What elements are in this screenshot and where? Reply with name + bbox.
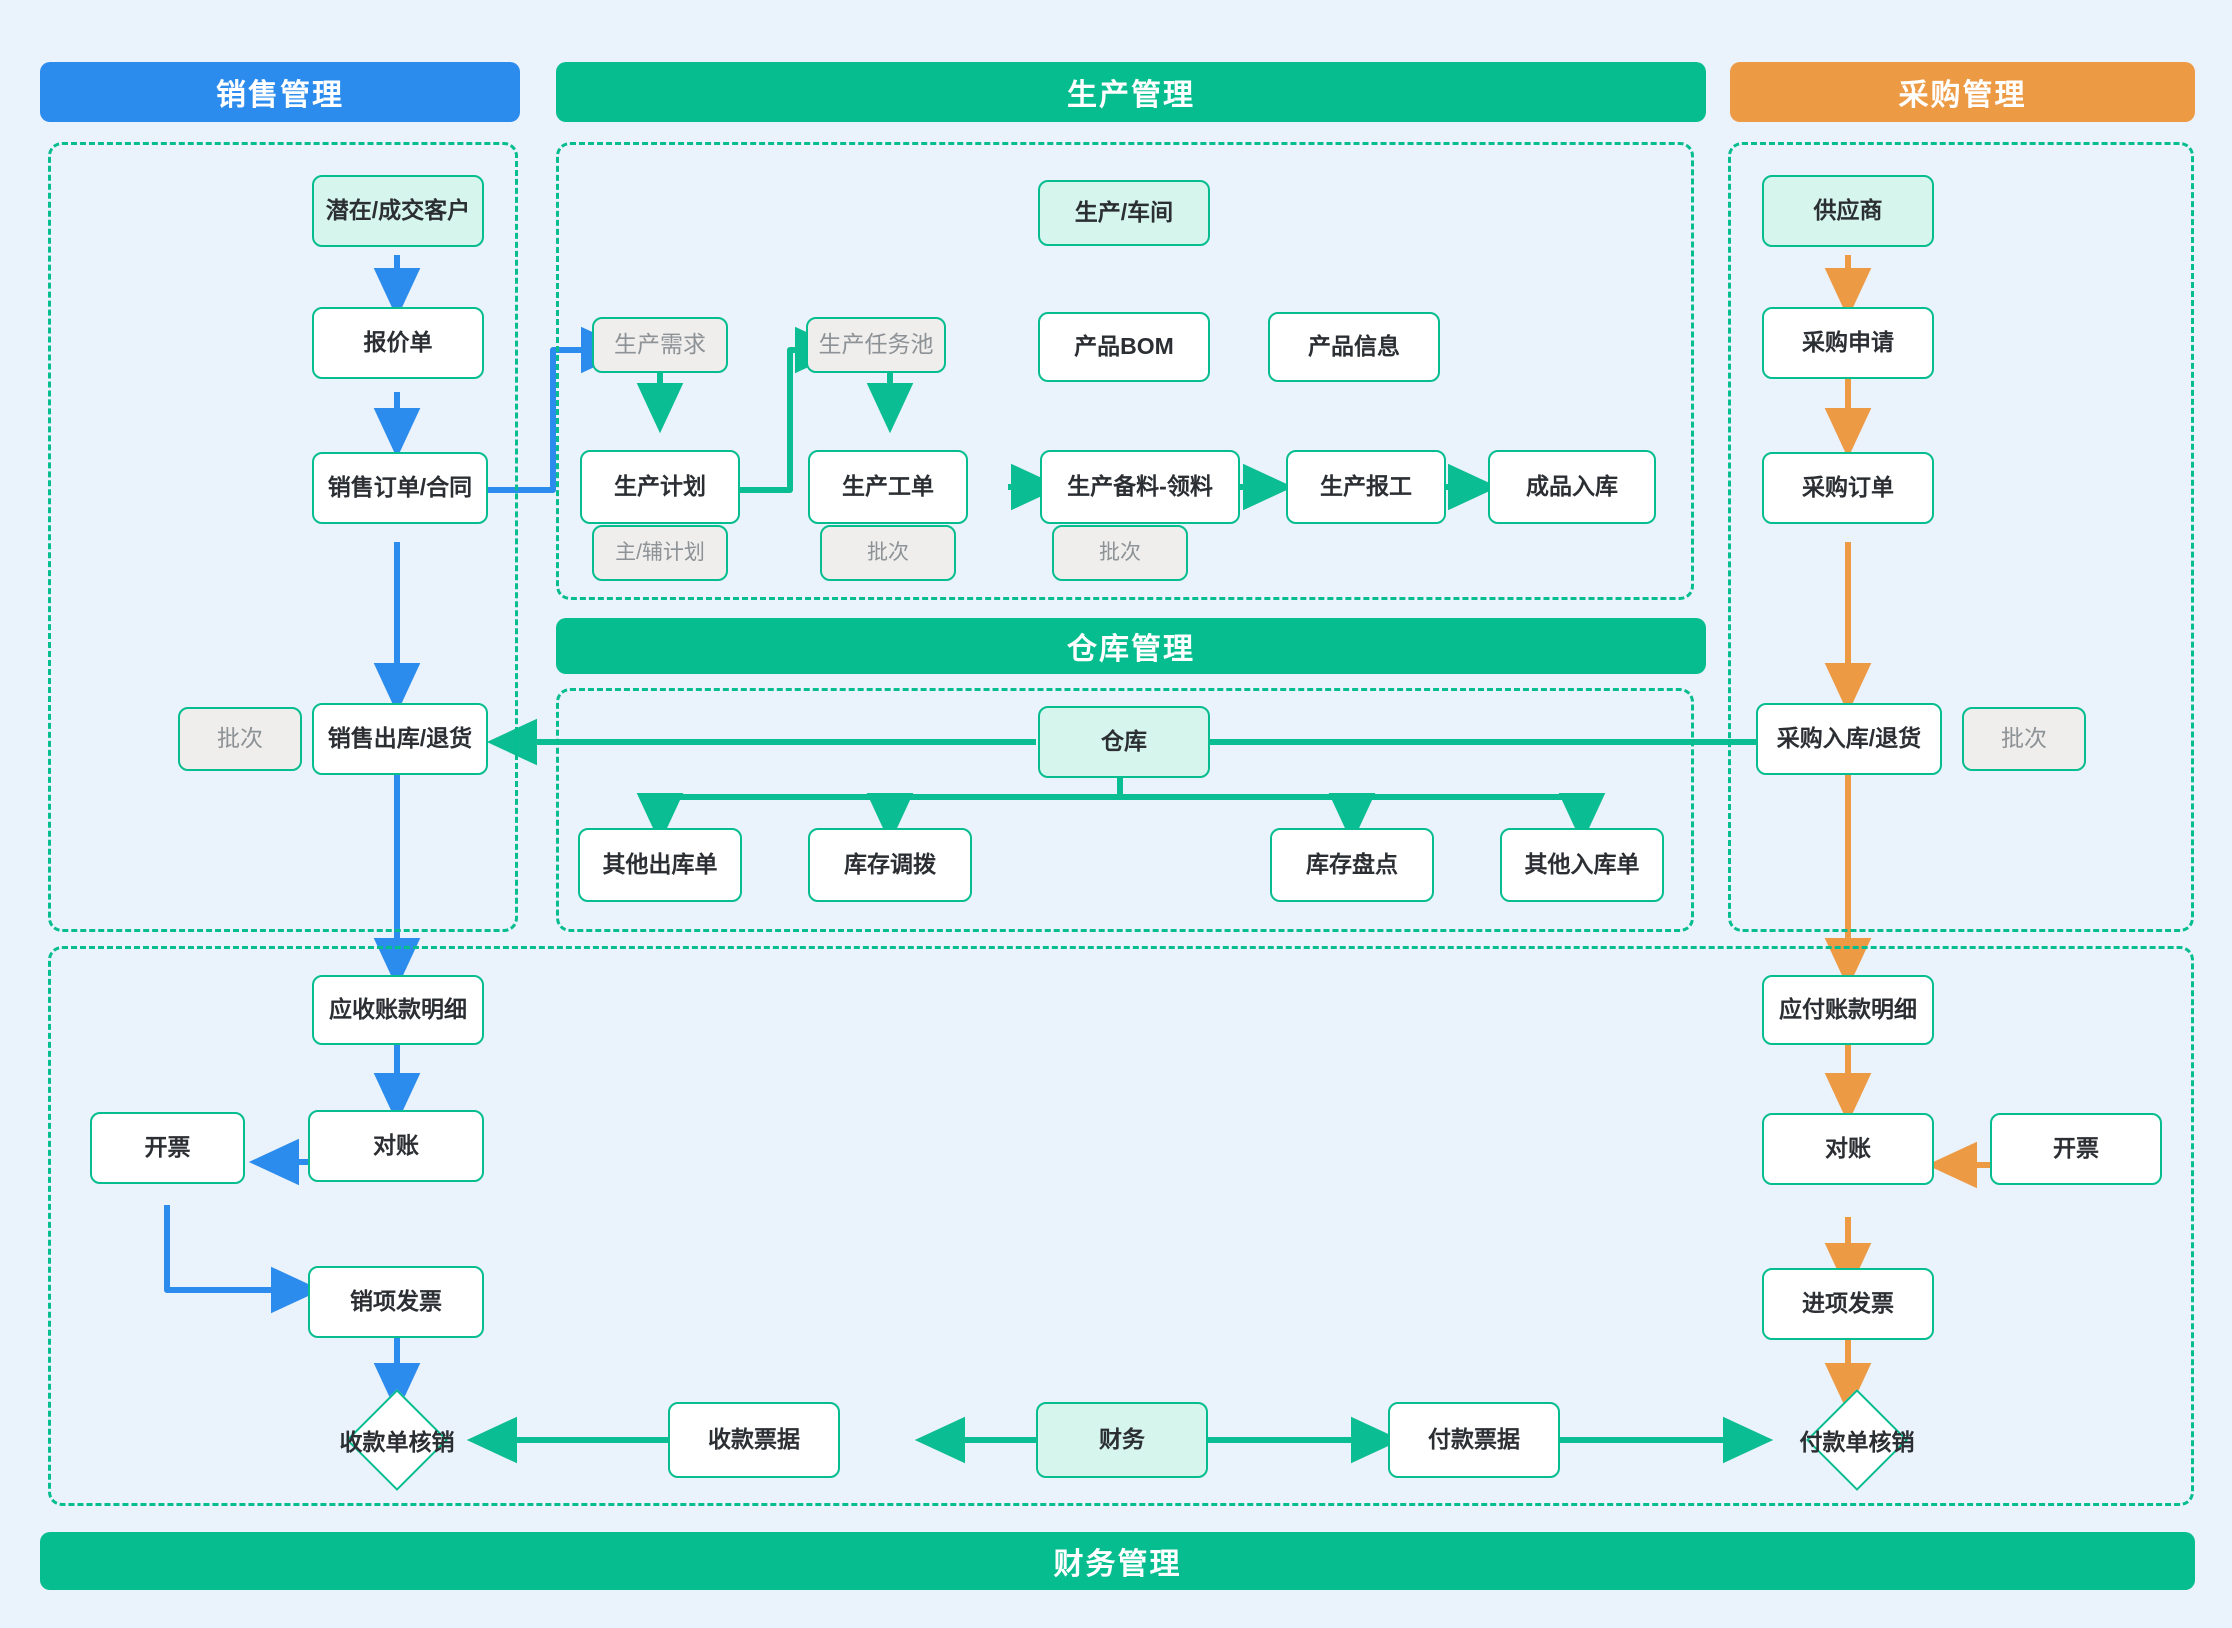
node-work-order-batch-tag: 批次 <box>820 525 956 581</box>
banner-purchase-management: 采购管理 <box>1730 62 2195 122</box>
node-warehouse[interactable]: 仓库 <box>1038 706 1210 778</box>
node-other-outbound-doc[interactable]: 其他出库单 <box>578 828 742 902</box>
node-product-info[interactable]: 产品信息 <box>1268 312 1440 382</box>
group-purchase <box>1728 142 2194 932</box>
node-plan-type-tag: 主/辅计划 <box>592 525 728 581</box>
node-input-invoice[interactable]: 进项发票 <box>1762 1268 1934 1340</box>
receipt-writeoff-label: 收款单核销 <box>339 1429 455 1455</box>
node-sales-batch-tag: 批次 <box>178 707 302 771</box>
group-warehouse <box>556 688 1694 932</box>
node-ar-detail[interactable]: 应收账款明细 <box>312 975 484 1045</box>
group-sales <box>48 142 518 932</box>
node-purchase-requisition[interactable]: 采购申请 <box>1762 307 1934 379</box>
node-supplier[interactable]: 供应商 <box>1762 175 1934 247</box>
node-production-material-prep[interactable]: 生产备料-领料 <box>1040 450 1240 524</box>
node-material-batch-tag: 批次 <box>1052 525 1188 581</box>
node-purchase-batch-tag: 批次 <box>1962 707 2086 771</box>
node-receipt-document[interactable]: 收款票据 <box>668 1402 840 1478</box>
banner-warehouse-management: 仓库管理 <box>556 618 1706 674</box>
payment-writeoff-label: 付款单核销 <box>1799 1429 1915 1455</box>
node-finance-center[interactable]: 财务 <box>1036 1402 1208 1478</box>
node-payment-writeoff[interactable]: 付款单核销 <box>1752 1389 1962 1491</box>
node-potential-customer[interactable]: 潜在/成交客户 <box>312 175 484 247</box>
node-inventory-stocktake[interactable]: 库存盘点 <box>1270 828 1434 902</box>
node-output-invoice[interactable]: 销项发票 <box>308 1266 484 1338</box>
node-quotation[interactable]: 报价单 <box>312 307 484 379</box>
node-purchase-inbound[interactable]: 采购入库/退货 <box>1756 703 1942 775</box>
node-payment-document[interactable]: 付款票据 <box>1388 1402 1560 1478</box>
node-ap-invoicing[interactable]: 开票 <box>1990 1113 2162 1185</box>
banner-finance-management: 财务管理 <box>40 1532 2195 1590</box>
node-production-workshop[interactable]: 生产/车间 <box>1038 180 1210 246</box>
node-production-plan[interactable]: 生产计划 <box>580 450 740 524</box>
node-production-demand[interactable]: 生产需求 <box>592 317 728 373</box>
node-ar-reconciliation[interactable]: 对账 <box>308 1110 484 1182</box>
node-sales-outbound[interactable]: 销售出库/退货 <box>312 703 488 775</box>
node-ap-reconciliation[interactable]: 对账 <box>1762 1113 1934 1185</box>
node-production-task-pool[interactable]: 生产任务池 <box>806 317 946 373</box>
group-production <box>556 142 1694 600</box>
node-ar-invoicing[interactable]: 开票 <box>90 1112 245 1184</box>
node-inventory-transfer[interactable]: 库存调拨 <box>808 828 972 902</box>
node-production-work-order[interactable]: 生产工单 <box>808 450 968 524</box>
node-ap-detail[interactable]: 应付账款明细 <box>1762 975 1934 1045</box>
node-receipt-writeoff[interactable]: 收款单核销 <box>292 1389 502 1491</box>
node-product-bom[interactable]: 产品BOM <box>1038 312 1210 382</box>
node-sales-order[interactable]: 销售订单/合同 <box>312 452 488 524</box>
node-purchase-order[interactable]: 采购订单 <box>1762 452 1934 524</box>
node-other-inbound-doc[interactable]: 其他入库单 <box>1500 828 1664 902</box>
banner-production-management: 生产管理 <box>556 62 1706 122</box>
group-finance <box>48 946 2194 1506</box>
banner-sales-management: 销售管理 <box>40 62 520 122</box>
node-production-report[interactable]: 生产报工 <box>1286 450 1446 524</box>
node-finished-goods-inbound[interactable]: 成品入库 <box>1488 450 1656 524</box>
